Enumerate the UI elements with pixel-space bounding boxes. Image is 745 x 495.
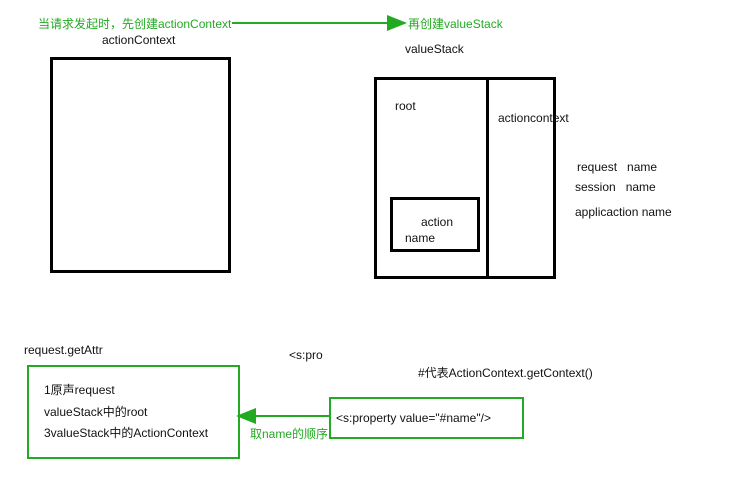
action-box [390,197,480,252]
order-item-1: 1原声request [44,383,115,397]
action-box-line2: name [405,231,436,245]
context-note: #代表ActionContext.getContext() [418,366,593,380]
value-stack-label: valueStack [405,42,464,56]
request-getattr-label: request.getAttr [24,343,103,357]
action-context-label: actionContext [102,33,176,47]
action-box-line1: action [421,215,454,229]
order-item-3: 3valueStack中的ActionContext [44,426,209,440]
actioncontext-label: actioncontext [498,111,569,125]
scope-request: request name [577,160,658,174]
action-context-box [50,57,231,273]
top-note-right: 再创建valueStack [408,17,503,31]
root-label: root [395,99,416,113]
lookup-order-label: 取name的顺序 [250,427,329,441]
lookup-order-box [27,365,240,459]
s-pro-label: <s:pro [289,348,323,362]
property-tag-text: <s:property value="#name"/> [336,411,491,425]
top-note: 当请求发起时，先创建actionContext [38,17,232,31]
order-item-2: valueStack中的root [44,405,148,419]
scope-application: applicaction name [575,205,672,219]
property-tag-box [329,397,524,439]
value-stack-box [374,77,556,279]
scope-session: session name [575,180,656,194]
value-stack-divider [486,77,489,279]
